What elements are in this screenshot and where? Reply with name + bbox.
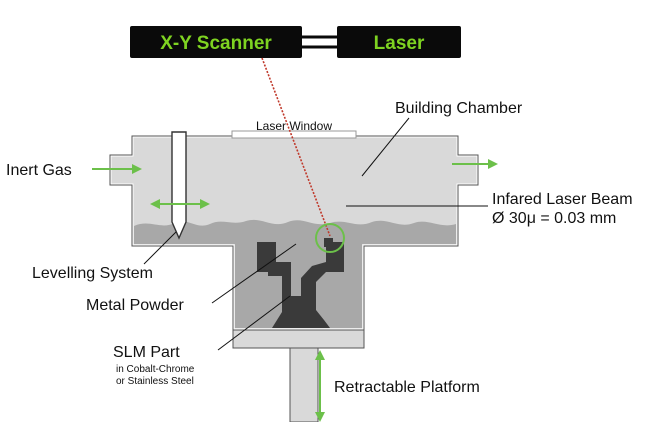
scanner-laser-connector [302,35,337,49]
retractable-platform-label: Retractable Platform [334,379,480,396]
building-chamber-leader [361,117,410,177]
xy-scanner-box: X-Y Scanner [130,26,302,58]
levelling-system-label: Levelling System [32,265,153,282]
beam-label-line1: Infared Laser Beam [492,191,633,208]
levelling-leader [143,231,177,265]
xy-scanner-label: X-Y Scanner [160,33,272,54]
metal-powder-leader [211,243,297,304]
leader-lines [143,117,488,351]
levelling-blade [171,131,187,240]
build-platform [232,329,365,422]
laser-label: Laser [374,33,425,54]
inert-gas-label: Inert Gas [6,162,72,179]
slm-part-material-1: in Cobalt-Chrome [116,364,195,375]
laser-focus-circle [315,223,345,253]
slm-part-label: SLM Part [113,344,180,361]
slm-part [257,242,344,328]
laser-window [231,130,357,139]
building-chamber-label: Building Chamber [395,100,523,117]
laser-window-label: Laser Window [256,119,332,133]
laser-box: Laser [337,26,461,58]
laser-beam [261,57,331,237]
beam-label-line2: Ø 30μ = 0.03 mm [492,210,616,227]
slm-part-leader [217,295,291,351]
slm-part-material-2: or Stainless Steel [116,376,194,387]
metal-powder-label: Metal Powder [86,297,184,314]
metal-powder [134,219,456,328]
